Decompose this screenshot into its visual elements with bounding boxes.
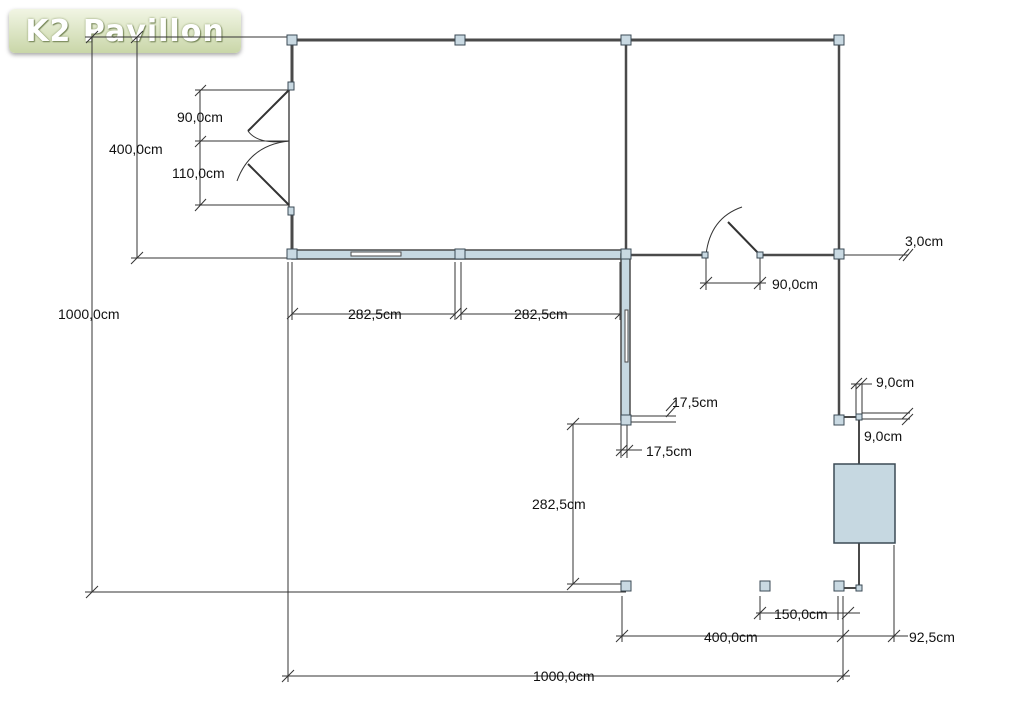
dim-span-282-vertical: 282,5cm [532, 496, 586, 512]
dim-post-17-top: 17,5cm [672, 394, 718, 410]
dim-depth-400-left: 400,0cm [109, 141, 163, 157]
dim-wall-3: 3,0cm [905, 233, 944, 249]
dim-span-92: 92,5cm [909, 629, 955, 645]
equipment-box [833, 463, 896, 544]
doors [236, 89, 761, 256]
dim-post-9-bottom: 9,0cm [864, 428, 903, 444]
dim-span-282-b: 282,5cm [514, 306, 568, 322]
dim-span-282-a: 282,5cm [348, 306, 402, 322]
dim-span-400-bottom: 400,0cm [704, 629, 758, 645]
dim-door-110: 110,0cm [172, 165, 225, 181]
dim-door-90-right: 90,0cm [772, 276, 818, 292]
dim-door-90: 90,0cm [177, 109, 223, 125]
brand-logo: K2 Pavillon [9, 9, 241, 53]
dim-span-150: 150,0cm [774, 606, 828, 622]
dim-total-1000-left: 1000,0cm [58, 306, 120, 322]
structure [288, 38, 860, 589]
brand-logo-text: K2 Pavillon [25, 13, 225, 49]
posts [286, 34, 863, 592]
dim-post-17-bottom: 17,5cm [646, 443, 692, 459]
dim-post-9-top: 9,0cm [876, 374, 915, 390]
dimension-lines [85, 30, 914, 683]
dim-total-1000-bottom: 1000,0cm [533, 668, 595, 684]
